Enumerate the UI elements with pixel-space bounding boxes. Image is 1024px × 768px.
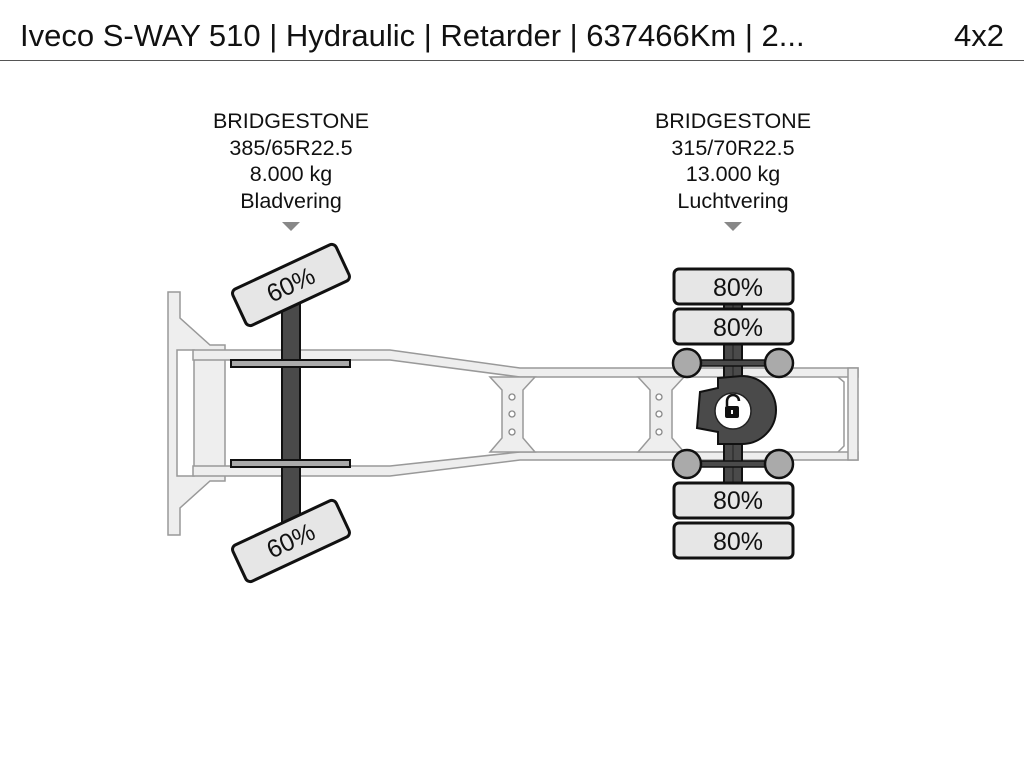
rear-tire-right-inner[interactable]: 80% [672, 481, 795, 520]
rear-tire-right-outer[interactable]: 80% [672, 521, 795, 560]
front-axle-load: 8.000 kg [249, 162, 333, 186]
rear-suspension: Luchtvering [677, 188, 789, 213]
tire-tread-label: 80% [713, 274, 763, 302]
front-suspension: Bladvering [240, 188, 342, 213]
front-tire-right[interactable]: 60% [231, 498, 351, 584]
air-bellow [763, 347, 795, 379]
front-axle-info: BRIDGESTONE 385/65R22.5 8.000 kg Bladver… [171, 108, 411, 214]
rear-end-cap [847, 367, 859, 461]
front-tire-size: 385/65R22.5 [229, 135, 353, 160]
rear-tire-size: 315/70R22.5 [671, 135, 795, 160]
suspension-hubs [671, 347, 795, 480]
tire-tread-label: 80% [713, 487, 763, 515]
front-crossmember [176, 349, 195, 477]
leaf-spring-upper [230, 359, 351, 368]
front-axle-beam [281, 299, 301, 529]
air-bellow [763, 448, 795, 480]
leaf-spring-lower [230, 459, 351, 468]
tire-tread-label: 80% [713, 528, 763, 556]
rear-axle-info: BRIDGESTONE 315/70R22.5 13.000 kg Luchtv… [613, 108, 853, 214]
front-tire-brand: BRIDGESTONE [212, 109, 370, 133]
crossmember-holes [508, 393, 663, 436]
front-axle: 60% 60% [230, 242, 351, 584]
vehicle-title: Iveco S-WAY 510 | Hydraulic | Retarder |… [20, 18, 805, 53]
rear-tire-brand: BRIDGESTONE [654, 109, 812, 133]
air-bellow [671, 347, 703, 379]
front-tire-left[interactable]: 60% [231, 242, 351, 328]
air-bellow [671, 448, 703, 480]
unlocked-padlock-icon [714, 392, 752, 430]
front-axle-pointer [282, 222, 300, 231]
tire-tread-label: 80% [713, 314, 763, 342]
rear-bracket [837, 376, 845, 453]
rear-axle: 80% 80% 80% 80% [671, 267, 795, 560]
rear-tire-left-inner[interactable]: 80% [672, 307, 795, 346]
rear-axle-pointer [724, 222, 742, 231]
rear-axle-load: 13.000 kg [685, 162, 781, 186]
rear-tire-left-outer[interactable]: 80% [672, 267, 795, 306]
header-divider [0, 60, 1024, 61]
axle-configuration: 4x2 [954, 18, 1004, 53]
